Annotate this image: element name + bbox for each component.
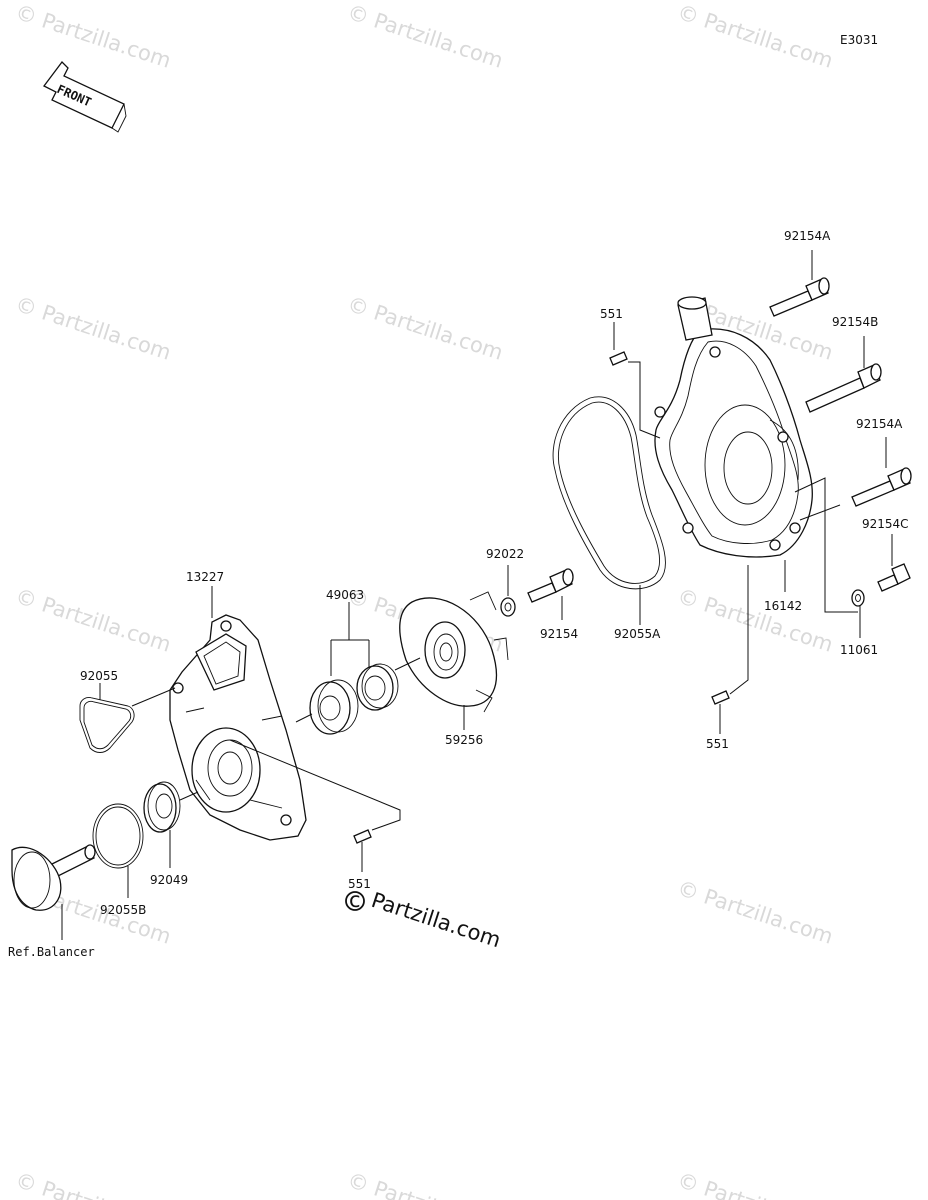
label-92055a: 92055A (614, 627, 661, 641)
label-92154b: 92154B (832, 315, 878, 329)
label-16142: 16142 (764, 599, 802, 613)
label-49063: 49063 (326, 588, 364, 602)
watermark: © Partzilla.com (12, 584, 174, 657)
washer-11061-shape (851, 589, 865, 607)
watermark: © Partzilla.com (674, 876, 836, 949)
bolt-92154c-shape (877, 563, 911, 592)
label-11061: 11061 (840, 643, 878, 657)
label-92049: 92049 (150, 873, 188, 887)
dowel-top-shape (609, 351, 628, 366)
label-551-top: 551 (600, 307, 623, 321)
label-92154c: 92154C (862, 517, 909, 531)
label-551-bottom: 551 (348, 877, 371, 891)
watermark: © Partzilla.com (12, 292, 174, 365)
brand-mark: c Partzilla.com (345, 888, 504, 952)
label-551-right: 551 (706, 737, 729, 751)
bolt-92154a-top-shape (769, 277, 830, 317)
watermark: © Partzilla.com (344, 1168, 506, 1200)
seal-49063-shape (309, 663, 399, 735)
label-59256: 59256 (445, 733, 483, 747)
washer-92022-shape (500, 597, 516, 617)
label-92154a-mid: 92154A (856, 417, 903, 431)
brand-label: Partzilla.com (368, 888, 503, 952)
label-ref-balancer: Ref.Balancer (8, 945, 95, 959)
watermark: © Partzilla.com (12, 0, 174, 73)
svg-text:c: c (349, 888, 361, 912)
diagram-code: E3031 (840, 33, 878, 47)
watermark: © Partzilla.com (674, 584, 836, 657)
label-92154a-top: 92154A (784, 229, 831, 243)
bolt-92154b-shape (805, 363, 882, 413)
label-92055b: 92055B (100, 903, 146, 917)
dowel-bottom-shape (353, 829, 372, 844)
watermark: © Partzilla.com (12, 1168, 174, 1200)
watermark: © Partzilla.com (344, 0, 506, 73)
watermark: © Partzilla.com (674, 0, 836, 73)
oring-92055-shape (79, 697, 135, 753)
oring-92055b-shape (92, 803, 144, 869)
label-92022: 92022 (486, 547, 524, 561)
label-13227: 13227 (186, 570, 224, 584)
watermark: © Partzilla.com (344, 292, 506, 365)
bolt-92154a-mid-shape (851, 467, 912, 507)
balancer-shaft-shape (11, 844, 96, 911)
label-92154: 92154 (540, 627, 578, 641)
watermark: © Partzilla.com (674, 1168, 836, 1200)
housing-shape (169, 614, 307, 841)
front-arrow-icon: FRONT (43, 61, 127, 133)
pump-cover (654, 296, 813, 558)
seal-92049-shape (143, 781, 181, 833)
impeller-shape (399, 591, 509, 713)
bolt-92154-shape (527, 568, 574, 603)
oring-92055a-shape (552, 396, 666, 590)
dowel-right-shape (711, 690, 730, 705)
label-92055: 92055 (80, 669, 118, 683)
